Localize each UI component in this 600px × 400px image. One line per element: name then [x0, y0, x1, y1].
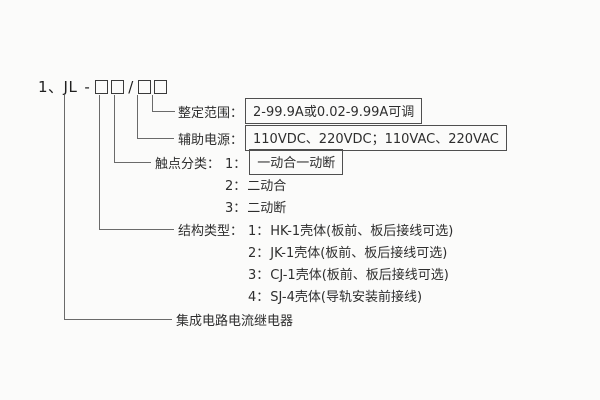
leader-line-structure-vertical — [99, 95, 100, 229]
structure-type-option-1-value: HK-1壳体(板前、板后接线可选) — [270, 223, 454, 239]
structure-type-option-3-value: CJ-1壳体(板前、板后接线可选) — [270, 267, 449, 283]
product-name-row: 集成电路电流继电器 — [176, 308, 293, 330]
product-name-label: 集成电路电流继电器 — [176, 313, 294, 329]
leader-line-range-horizontal — [152, 111, 175, 112]
contact-type-option-2: 2： 二动合 — [155, 173, 343, 195]
contact-type-option-3-number: 3： — [225, 200, 247, 216]
leader-line-contact-vertical — [114, 95, 115, 162]
aux-power-value: 110VDC、220VDC；110VAC、220VAC — [245, 125, 507, 151]
aux-power-row: 辅助电源： 110VDC、220VDC；110VAC、220VAC — [178, 125, 507, 151]
structure-type-option-3: 3： CJ-1壳体(板前、板后接线可选) — [178, 262, 453, 284]
contact-type-group: 触点分类： 1： 一动合一动断 2： 二动合 3： 二动断 — [155, 149, 344, 217]
structure-type-option-4: 4： SJ-4壳体(导轨安装前接线) — [178, 284, 453, 306]
leader-line-auxpower-horizontal — [137, 138, 174, 139]
model-dash: - — [84, 77, 91, 96]
contact-type-option-2-number: 2： — [225, 178, 247, 194]
model-slash: / — [128, 77, 134, 96]
structure-type-option-4-number: 4： — [248, 289, 270, 305]
leader-line-range-vertical — [152, 95, 153, 111]
contact-type-option-1: 触点分类： 1： 一动合一动断 — [155, 149, 344, 175]
model-digit-box-3 — [137, 79, 151, 94]
contact-type-label: 触点分类： — [155, 156, 221, 172]
structure-type-option-2: 2： JK-1壳体(板前、板后接线可选) — [178, 240, 453, 262]
setting-range-label: 整定范围： — [178, 105, 244, 121]
model-prefix: 1、JL — [38, 78, 78, 96]
contact-type-option-3-value: 二动断 — [247, 200, 287, 216]
structure-type-option-3-number: 3： — [248, 267, 270, 283]
leader-line-contact-horizontal — [114, 162, 151, 163]
model-digit-box-1 — [95, 79, 109, 94]
model-code: 1、JL - / — [38, 76, 167, 97]
structure-type-option-2-number: 2： — [248, 245, 270, 261]
contact-type-option-1-number: 1： — [225, 156, 247, 172]
model-digit-box-2 — [111, 79, 125, 94]
setting-range-value: 2-99.9A或0.02-9.99A可调 — [245, 98, 423, 124]
structure-type-option-4-value: SJ-4壳体(导轨安装前接线) — [270, 289, 423, 305]
aux-power-label: 辅助电源： — [178, 132, 244, 148]
setting-range-row: 整定范围： 2-99.9A或0.02-9.99A可调 — [178, 98, 423, 124]
contact-type-option-1-value: 一动合一动断 — [249, 149, 344, 175]
structure-type-label: 结构类型： — [178, 223, 244, 239]
structure-type-group: 结构类型： 1： HK-1壳体(板前、板后接线可选) 2： JK-1壳体(板前、… — [178, 218, 453, 306]
contact-type-option-3: 3： 二动断 — [155, 195, 343, 217]
leader-line-product-horizontal — [64, 319, 172, 320]
leader-line-product-vertical — [64, 95, 65, 319]
contact-type-option-2-value: 二动合 — [247, 178, 287, 194]
structure-type-option-2-value: JK-1壳体(板前、板后接线可选) — [270, 245, 448, 261]
structure-type-option-1-number: 1： — [248, 223, 270, 239]
model-digit-box-4 — [153, 79, 167, 94]
leader-line-structure-horizontal — [99, 229, 174, 230]
leader-line-auxpower-vertical — [137, 95, 138, 138]
structure-type-option-1: 结构类型： 1： HK-1壳体(板前、板后接线可选) — [178, 218, 453, 240]
